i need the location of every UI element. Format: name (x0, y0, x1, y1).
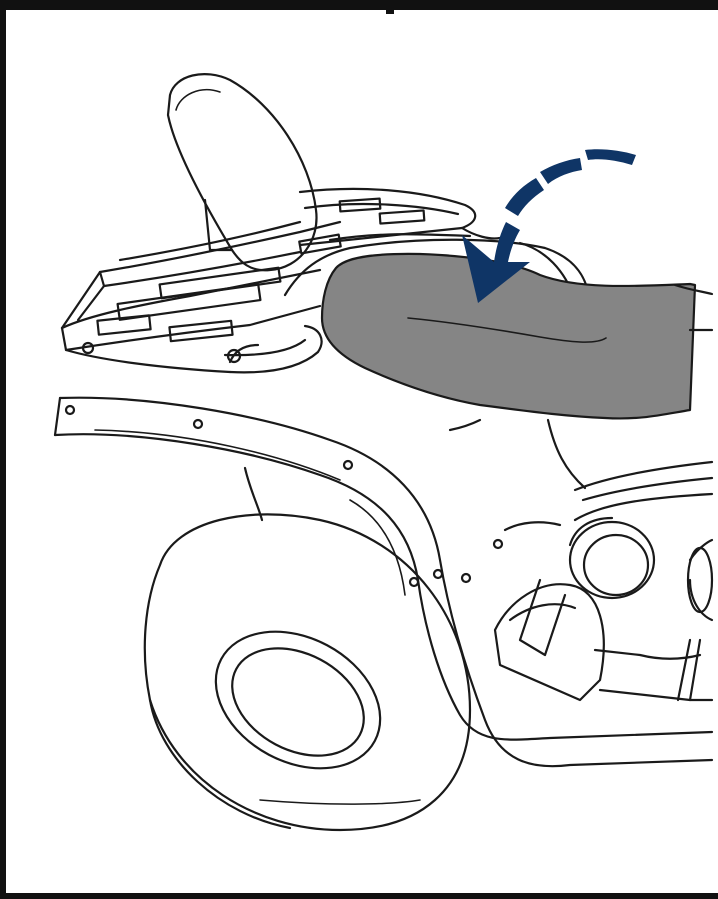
rear-tire (145, 514, 470, 830)
rear-wheel-hub (192, 604, 404, 795)
seat-cushion (322, 254, 712, 419)
front-side-panels (495, 462, 712, 700)
passenger-backrest (168, 74, 317, 270)
round-fittings (570, 518, 712, 620)
rear-cargo-rack (62, 222, 341, 372)
